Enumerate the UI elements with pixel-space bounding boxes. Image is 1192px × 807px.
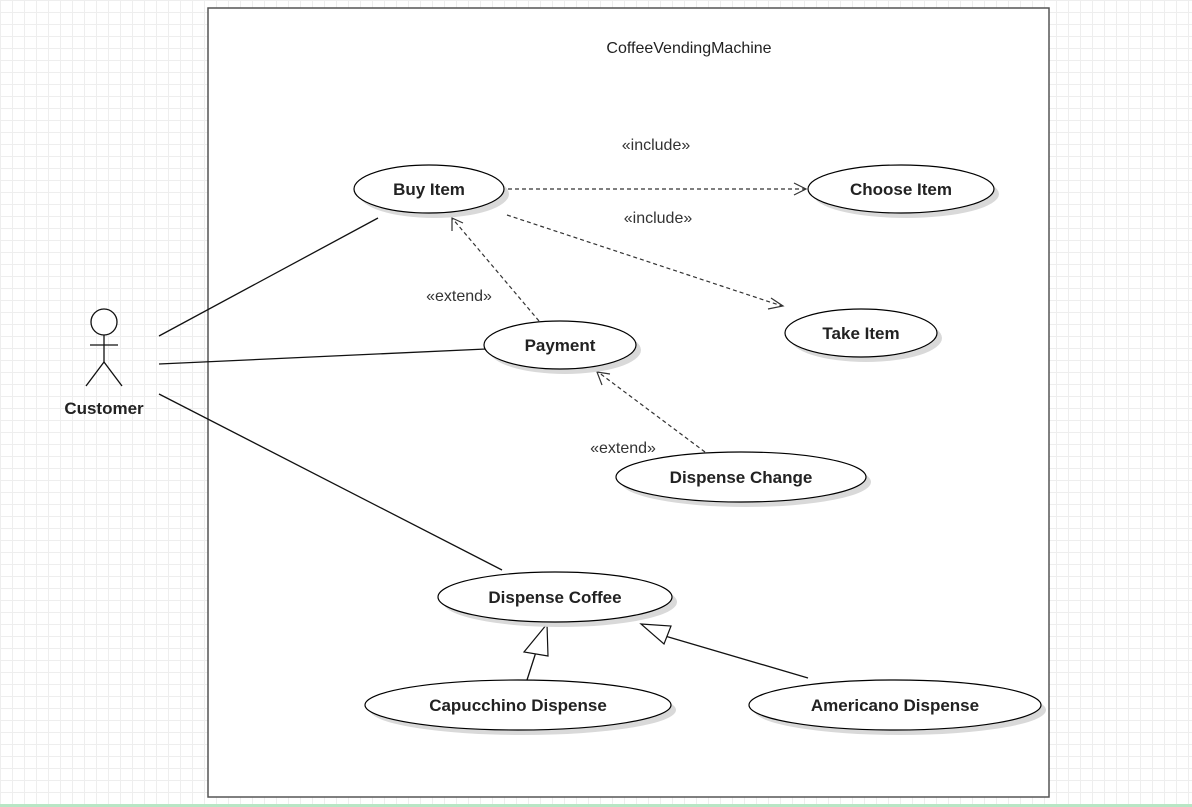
- actor-customer[interactable]: Customer: [64, 308, 144, 418]
- extend-payment[interactable]: [451, 217, 540, 322]
- use-case-buy-item[interactable]: Buy Item: [353, 164, 509, 218]
- association-dispense-coffee[interactable]: [158, 393, 503, 571]
- use-case-dispense-coffee[interactable]: Dispense Coffee: [437, 571, 677, 627]
- generalization-americano[interactable]: [639, 623, 809, 679]
- extend-dispense-change[interactable]: [596, 371, 706, 453]
- use-case-label: Payment: [525, 336, 596, 355]
- include-choose-item[interactable]: [508, 182, 808, 196]
- use-case-payment[interactable]: Payment: [483, 320, 641, 374]
- use-case-americano-dispense[interactable]: Americano Dispense: [748, 679, 1046, 735]
- include-take-item[interactable]: [506, 214, 785, 310]
- use-case-dispense-change[interactable]: Dispense Change: [615, 451, 871, 507]
- actor-right-leg: [103, 361, 123, 387]
- use-case-label: Take Item: [822, 324, 899, 343]
- system-title: CoffeeVendingMachine: [606, 40, 771, 57]
- extend-label-change: «extend»: [590, 440, 656, 457]
- use-case-label: Choose Item: [850, 180, 952, 199]
- use-case-capucchino-dispense[interactable]: Capucchino Dispense: [364, 679, 676, 735]
- extend-label-payment: «extend»: [426, 288, 492, 305]
- use-case-label: Americano Dispense: [811, 696, 979, 715]
- actor-left-leg: [85, 361, 105, 387]
- use-case-label: Capucchino Dispense: [429, 696, 607, 715]
- use-case-label: Dispense Change: [670, 468, 813, 487]
- use-case-label: Dispense Coffee: [488, 588, 621, 607]
- include-label-choose: «include»: [622, 137, 691, 154]
- generalization-capucchino[interactable]: [522, 622, 549, 681]
- use-case-choose-item[interactable]: Choose Item: [807, 164, 999, 218]
- use-case-label: Buy Item: [393, 180, 465, 199]
- bottom-scroll-edge: [0, 804, 1192, 807]
- actor-label: Customer: [64, 399, 144, 418]
- actor-head: [90, 308, 118, 336]
- use-case-take-item[interactable]: Take Item: [784, 308, 942, 362]
- association-payment[interactable]: [158, 348, 487, 365]
- association-buy-item[interactable]: [158, 217, 379, 337]
- include-label-take: «include»: [624, 210, 693, 227]
- system-boundary: [207, 7, 1050, 798]
